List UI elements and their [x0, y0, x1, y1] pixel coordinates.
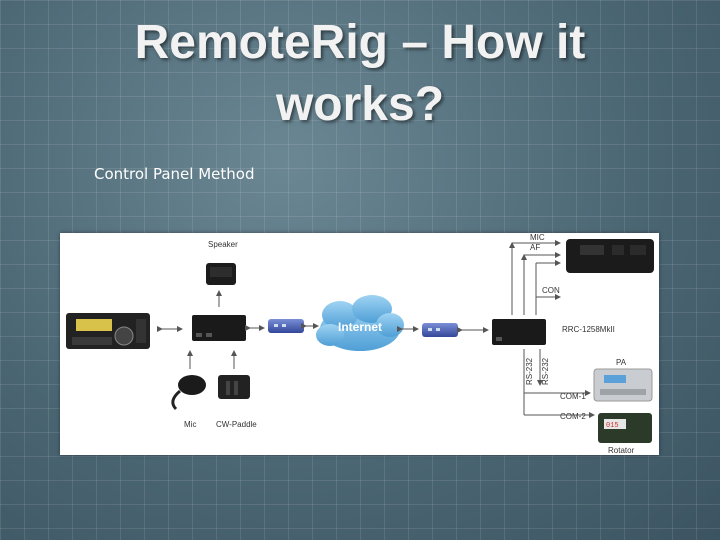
com2-label: COM-2 — [560, 412, 586, 421]
mic-label: Mic — [184, 420, 196, 429]
transceiver-radio — [66, 313, 150, 349]
rotator-controller: 015 — [598, 413, 652, 443]
router-left — [268, 319, 304, 333]
internet-cloud — [316, 295, 404, 351]
svg-text:015: 015 — [606, 422, 619, 430]
pa-label: PA — [616, 358, 627, 367]
af-label: AF — [530, 243, 540, 252]
speaker-label: Speaker — [208, 240, 238, 249]
com1-label: COM-1 — [560, 392, 586, 401]
pa-amplifier — [593, 368, 653, 402]
rrc-remote-unit — [492, 319, 546, 345]
title-line-2: works? — [275, 78, 445, 131]
cw-paddle-label: CW-Paddle — [216, 420, 257, 429]
rs232-b-label: RS-232 — [541, 357, 550, 385]
diagram-canvas: Speaker Mic CW-Paddle — [66, 233, 654, 455]
page-title: RemoteRig – How it works? — [60, 12, 660, 136]
internet-label: Internet — [338, 320, 382, 334]
mic-device — [171, 375, 206, 411]
cw-paddle-device — [218, 375, 250, 399]
rotator-label: Rotator — [608, 446, 635, 455]
connection-arrows — [157, 240, 595, 418]
network-diagram: Speaker Mic CW-Paddle — [60, 233, 659, 455]
subtitle: Control Panel Method — [94, 165, 255, 183]
title-line-1: RemoteRig – How it — [134, 16, 586, 69]
rs232-a-label: RS-232 — [525, 357, 534, 385]
con-label: CON — [542, 286, 560, 295]
remote-radio — [566, 239, 654, 273]
speaker-device — [206, 263, 236, 285]
mic-right-label: MIC — [530, 233, 545, 242]
router-right — [422, 323, 458, 337]
rrc-label: RRC-1258MkII — [562, 325, 615, 334]
rrc-control-unit — [192, 315, 246, 341]
